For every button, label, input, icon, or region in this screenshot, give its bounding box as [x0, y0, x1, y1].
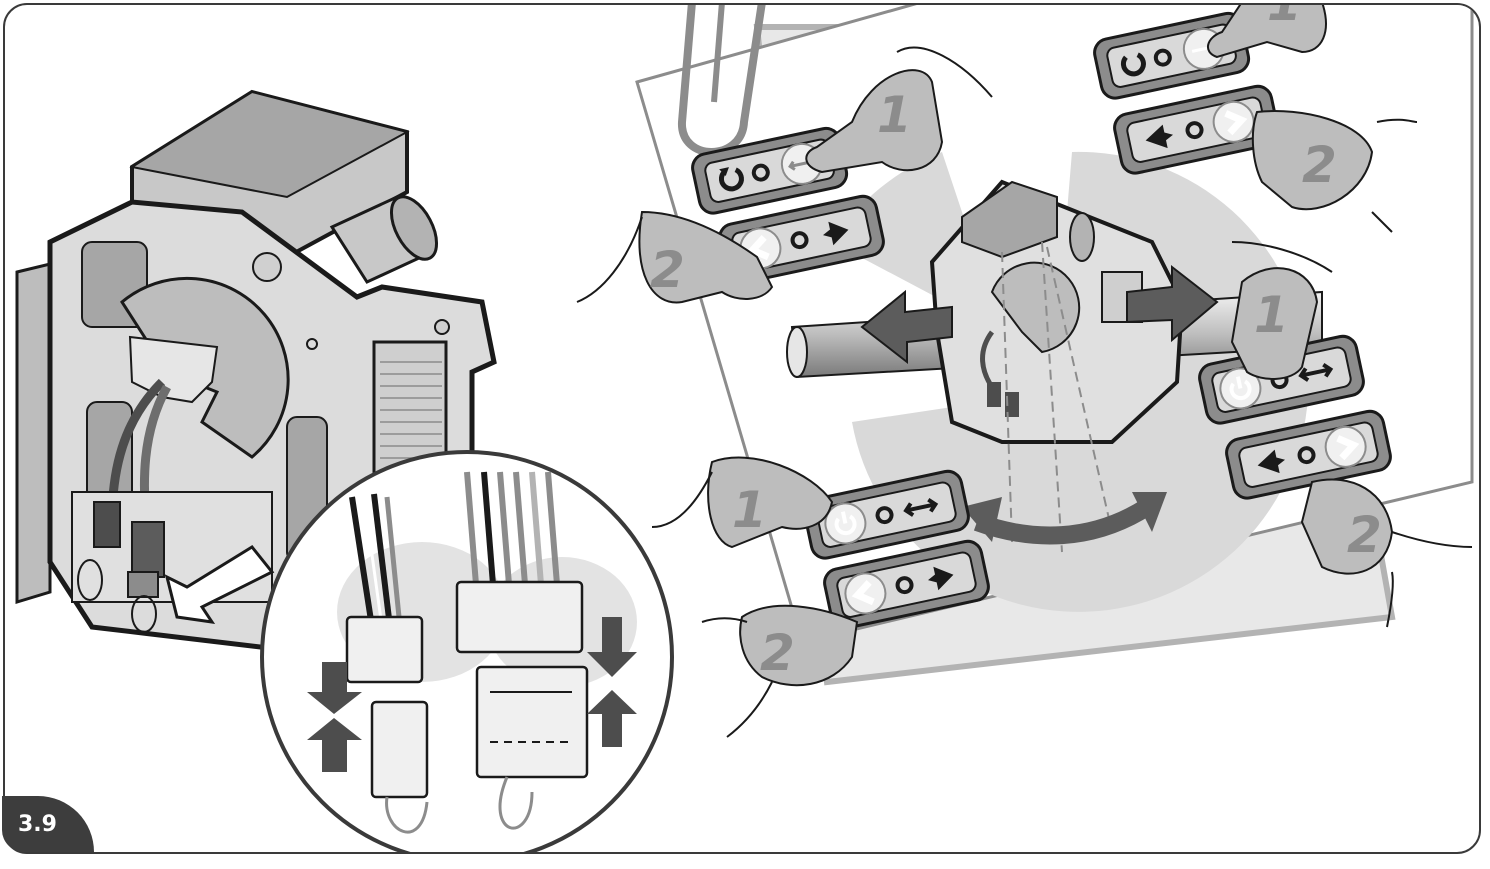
step-2-bottom-left: 2 [760, 624, 795, 682]
illustration-frame: 1 2 1 2 1 2 1 2 [3, 3, 1481, 854]
step-1-mid-right: 1 [1254, 286, 1289, 344]
step-2-top-left: 2 [650, 241, 685, 299]
step-1-top-right: 1 [1267, 5, 1302, 32]
assembly-illustration: 1 2 1 2 1 2 1 2 [5, 5, 1479, 852]
step-1-bottom-left: 1 [732, 481, 767, 539]
step-2-mid-right: 2 [1347, 506, 1382, 564]
step-1-top-left: 1 [877, 86, 912, 144]
step-2-top-right: 2 [1302, 136, 1337, 194]
connector-detail-zoom [262, 452, 672, 852]
